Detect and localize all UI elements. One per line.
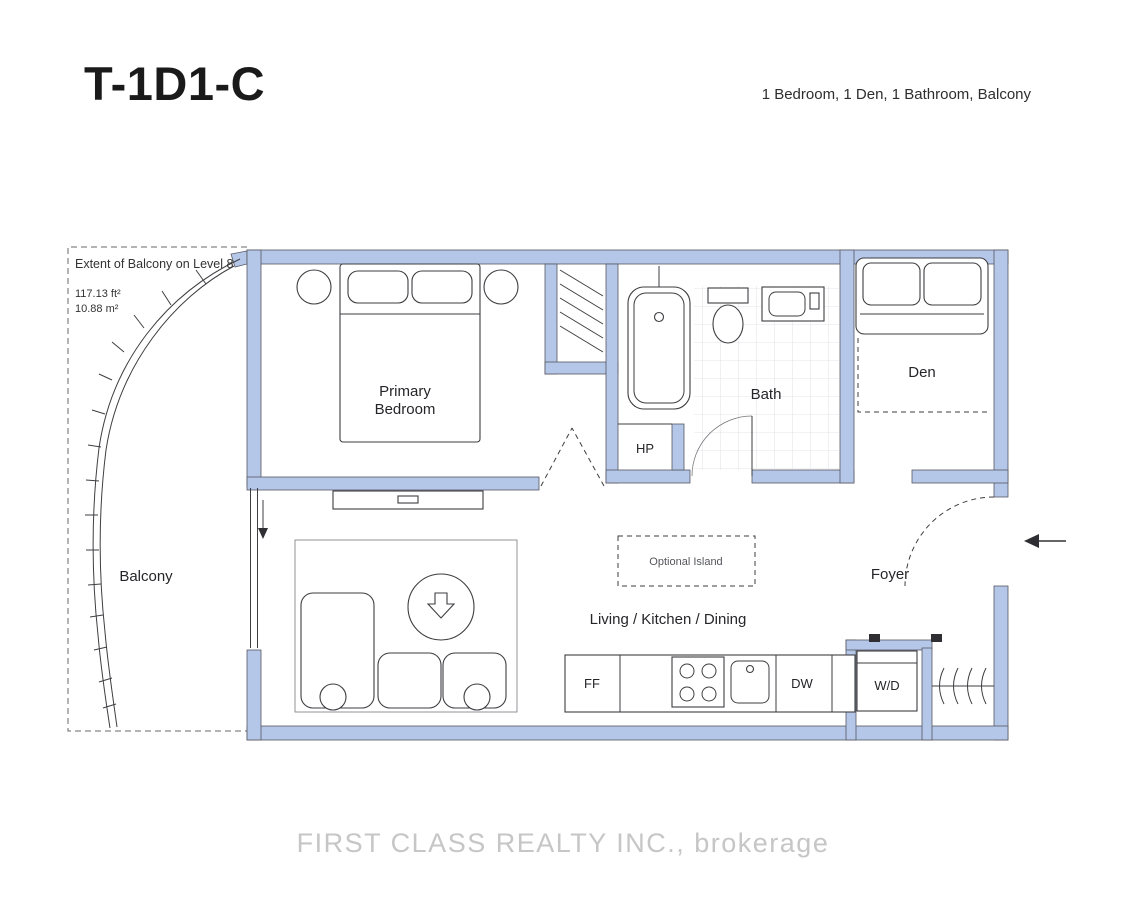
wall-foyer-den	[911, 469, 1009, 484]
balcony-area-m: 10.88 m²	[75, 303, 119, 315]
entry-door-swing	[904, 496, 995, 587]
bedroom-label-line2: Bedroom	[375, 401, 436, 418]
washer-dryer	[856, 650, 918, 712]
den-optional-enclosure	[857, 338, 990, 413]
bed	[339, 263, 481, 443]
sofa-pillow	[319, 683, 347, 711]
plan-summary: 1 Bedroom, 1 Den, 1 Bathroom, Balcony	[762, 86, 1032, 103]
optional-island-label: Optional Island	[649, 556, 722, 568]
wall-bedroom-living	[246, 476, 540, 491]
kitchen: FF DW	[564, 654, 856, 713]
sliding-door-arrowhead-icon	[258, 528, 268, 539]
foyer: Foyer	[871, 496, 1066, 587]
balcony-extent-note: Extent of Balcony on Level 8	[75, 257, 233, 271]
optional-island-outline	[617, 535, 756, 587]
sofa-cushion	[377, 652, 442, 709]
toilet-tank	[707, 287, 749, 304]
washer-dryer-label: W/D	[874, 678, 899, 693]
watermark: FIRST CLASS REALTY INC., brokerage	[297, 828, 830, 858]
bedroom-label-line1: Primary	[379, 383, 431, 400]
utility: W/D	[856, 650, 994, 712]
bath-label: Bath	[751, 386, 782, 403]
wall-right-lower	[993, 585, 1009, 741]
closet-hanging-lines	[559, 269, 604, 353]
balcony-zone: Extent of Balcony on Level 8 117.13 ft² …	[67, 246, 248, 732]
wall-bottom	[246, 725, 1009, 741]
plan-title: T-1D1-C	[84, 57, 265, 110]
railing-mullion-ticks	[85, 269, 207, 709]
bathtub-inner	[633, 292, 685, 404]
primary-bedroom: Primary Bedroom	[296, 263, 605, 510]
dishwasher-label: DW	[791, 676, 813, 691]
bed-pillow	[411, 270, 473, 304]
toilet-bowl	[712, 304, 744, 344]
balcony-area-ft: 117.13 ft²	[75, 288, 121, 300]
den: Den	[855, 257, 990, 413]
kitchen-sink	[730, 660, 770, 704]
balcony-extent-boundary	[67, 246, 247, 732]
walls	[246, 249, 1009, 741]
wall-left-upper	[246, 249, 262, 487]
sofa-pillow	[463, 683, 491, 711]
balcony-label: Balcony	[119, 568, 173, 585]
wall-left-lower	[246, 649, 262, 741]
wall-wd-closet-divider	[921, 647, 933, 741]
den-label: Den	[908, 364, 936, 381]
bed-pillow	[347, 270, 409, 304]
wall-bath-den	[839, 249, 855, 484]
bathroom: Bath HP	[618, 266, 840, 477]
media-console-handle	[397, 495, 419, 504]
bedroom-door-swing	[540, 427, 605, 487]
living-area: Optional Island Living / Kitchen / Dinin…	[294, 535, 756, 713]
bathtub-drain-icon	[653, 311, 665, 323]
vanity-sink	[768, 291, 806, 317]
wall-right-upper	[993, 249, 1009, 498]
entry-arrow-icon	[1024, 534, 1066, 548]
fridge-label: FF	[584, 676, 600, 691]
area-rug	[294, 539, 518, 713]
wall-hp-right	[671, 423, 685, 471]
wall-wd-top	[845, 639, 933, 651]
sink-faucet-icon	[745, 664, 755, 674]
wall-closet-left	[544, 263, 558, 375]
sliding-door	[250, 488, 268, 648]
stove-burners	[679, 663, 717, 702]
living-label: Living / Kitchen / Dining	[590, 611, 747, 628]
wall-bath-bottom-a	[605, 469, 691, 484]
stove	[671, 656, 725, 708]
wall-bath-bottom-b	[751, 469, 855, 484]
wall-marker	[869, 634, 880, 642]
linen-closet-door	[932, 667, 994, 705]
den-sofa-cushion	[862, 262, 921, 306]
foyer-label: Foyer	[871, 566, 909, 583]
hp-closet-label: HP	[636, 441, 654, 456]
den-sofa-cushion	[923, 262, 982, 306]
bath-door-swing	[691, 415, 753, 477]
vanity-faucet-icon	[809, 292, 820, 310]
balcony-railing	[85, 258, 241, 729]
wall-bath-left	[605, 263, 619, 484]
wall-marker	[931, 634, 942, 642]
table-arrow-icon	[426, 592, 456, 619]
bathtub	[627, 286, 691, 410]
nightstand-right	[483, 269, 519, 305]
nightstand-left	[296, 269, 332, 305]
